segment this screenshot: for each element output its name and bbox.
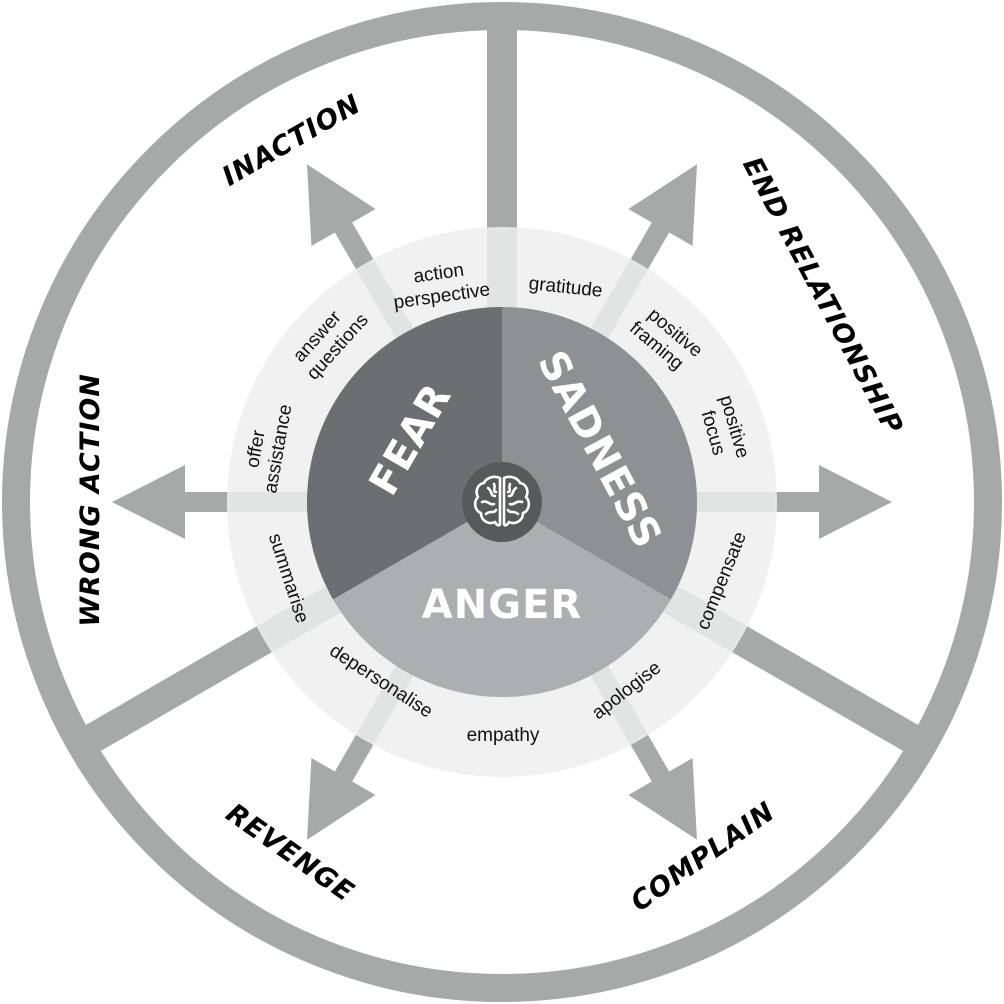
band-overlap-strip [230,492,307,512]
emotion-slice-fear[interactable] [307,307,502,600]
band-overlap-strip [663,586,746,651]
technique-line: empathy [467,725,540,746]
band-overlaps [230,230,774,743]
band-overlap-strip [357,665,414,743]
outcome-label-wrong-action: WRONG ACTION [75,373,106,627]
band-overlap-strip [357,261,414,339]
band-overlap-strip [590,261,647,339]
technique-empathy[interactable]: empathy [467,725,540,746]
band-overlap-strip [590,665,647,743]
emotion-slice-anger[interactable] [333,502,671,697]
emotion-slice-sadness[interactable] [502,307,697,600]
band-overlap-strip [258,586,341,651]
hub-circle [462,462,542,542]
brain-icon [473,475,531,527]
band-overlap-strip [487,230,517,307]
emotion-label-anger: ANGER [422,582,582,628]
band-overlap-strip [697,492,774,512]
